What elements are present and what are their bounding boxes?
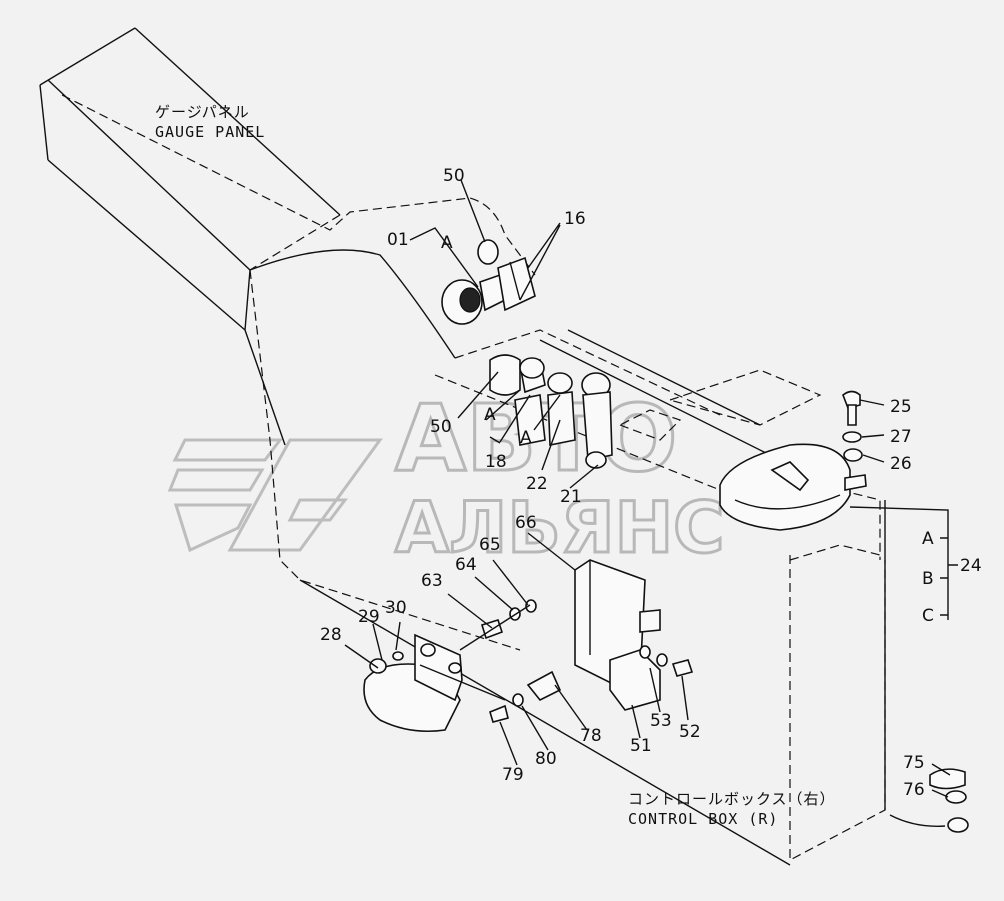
callout-52: 52 [679, 722, 701, 742]
callout-79: 79 [502, 765, 524, 785]
callout-b: B [922, 569, 934, 589]
callout-a-4: A [922, 529, 934, 549]
callout-a-2: A [484, 405, 496, 425]
callout-65: 65 [479, 535, 501, 555]
callout-28: 28 [320, 625, 342, 645]
switch-assembly-01 [441, 239, 536, 325]
callout-30: 30 [385, 598, 407, 618]
callout-78: 78 [580, 726, 602, 746]
callout-21: 21 [560, 487, 582, 507]
callout-50-mid: 50 [430, 417, 452, 437]
callout-50-top: 50 [443, 166, 465, 186]
callout-c: C [922, 606, 934, 626]
callout-27: 27 [890, 427, 912, 447]
gauge-panel-outline [39, 27, 886, 866]
callout-63: 63 [421, 571, 443, 591]
callout-a-1: A [441, 233, 453, 253]
callout-16: 16 [564, 209, 586, 229]
control-box-caption-en: CONTROL BOX (R) [628, 810, 778, 828]
callout-a-3: A [520, 428, 532, 448]
callout-25: 25 [890, 397, 912, 417]
screw-stack [842, 390, 863, 462]
callout-76: 76 [903, 780, 925, 800]
callout-29: 29 [358, 607, 380, 627]
callout-64: 64 [455, 555, 477, 575]
callout-53: 53 [650, 711, 672, 731]
gauge-panel-caption-en: GAUGE PANEL [155, 123, 265, 141]
horn-28 [363, 633, 463, 733]
callout-66: 66 [515, 513, 537, 533]
watermark-line2: АЛЬЯНС [395, 487, 725, 569]
captions: ゲージパネル GAUGE PANEL コントロールボックス（右） CONTROL… [155, 103, 836, 828]
control-box-cover-24 [719, 443, 867, 531]
gauge-panel-caption-jp: ゲージパネル [155, 103, 250, 121]
callout-01: 01 [387, 230, 409, 250]
watermark: АВТО АЛЬЯНС [167, 384, 726, 571]
callout-51: 51 [630, 736, 652, 756]
callout-26: 26 [890, 454, 912, 474]
callout-75: 75 [903, 753, 925, 773]
callout-18: 18 [485, 452, 507, 472]
callout-24: 24 [960, 556, 982, 576]
watermark-logo-icon [167, 438, 383, 553]
callout-labels: 50 01 A 16 50 A 18 A 22 21 25 27 26 A B … [320, 166, 982, 800]
leader-lines [344, 179, 958, 798]
control-box-caption-jp: コントロールボックス（右） [628, 790, 836, 808]
relay-box-66 [574, 559, 661, 711]
callout-80: 80 [535, 749, 557, 769]
callout-22: 22 [526, 474, 548, 494]
